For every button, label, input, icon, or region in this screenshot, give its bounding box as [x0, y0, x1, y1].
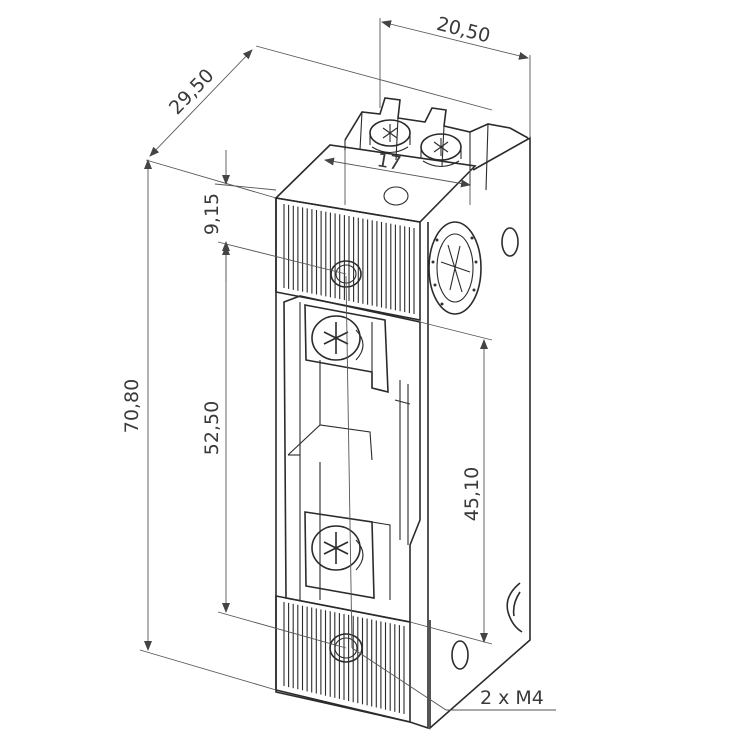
dimension-top-offset: 9,15 — [201, 193, 223, 235]
top-hole-icon — [383, 186, 409, 206]
dimension-hole-spacing: 52,50 — [201, 401, 223, 455]
terminal-screw-left-icon — [369, 119, 411, 154]
dimension-height-total: 70,80 — [121, 379, 143, 433]
ribbed-bottom-section — [275, 595, 411, 723]
strike-plate — [283, 295, 421, 623]
right-side-face — [429, 136, 531, 730]
dimension-terminal-spacing: 17 — [375, 149, 403, 175]
side-hole-bottom-icon — [451, 640, 469, 670]
ribbed-top-section — [275, 197, 421, 321]
top-face — [274, 144, 477, 223]
dimension-plate-height: 45,10 — [461, 467, 483, 521]
lock-body — [274, 136, 531, 730]
dimension-lines — [139, 18, 556, 711]
plate-screw-bottom-icon — [311, 525, 364, 571]
callout-screws: 2 x M4 — [480, 687, 544, 709]
side-clip-icon — [506, 582, 523, 633]
adjustment-dial-icon — [428, 221, 482, 315]
side-hole-top-icon — [501, 227, 519, 257]
mounting-hole-bottom-icon — [329, 633, 363, 663]
plate-screw-top-icon — [311, 315, 364, 361]
dimension-width-top: 29,50 — [165, 65, 219, 119]
